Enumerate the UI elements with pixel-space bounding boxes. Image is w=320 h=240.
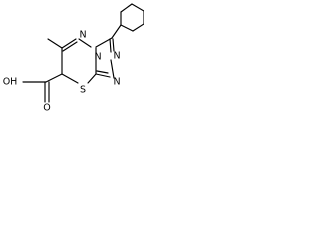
cyclohexyl-bond-5 [120, 24, 134, 32]
acid-oh: OH [3, 77, 18, 88]
ring-n-bridge: N [94, 52, 101, 63]
thiadiazine-sulfur-right-bond [87, 73, 97, 84]
ring-n-top: N [79, 30, 86, 41]
ring-n-bottom: N [113, 77, 120, 88]
ring-n-right: N [113, 51, 120, 62]
thiadiazine-top-double-bond-1 [61, 38, 77, 49]
triazole-top-bond [95, 37, 113, 48]
chemical-structure-diagram: N N N N S OH O [3, 3, 144, 114]
acid-carbon-bond [45, 73, 63, 83]
triazole-right-lower-double-bond-2 [96, 70, 109, 74]
triazole-right-lower-double-bond-1 [95, 73, 111, 78]
acid-o: O [43, 103, 50, 114]
ring-s: S [80, 85, 86, 96]
atom-labels: N N N N S OH O [3, 30, 121, 114]
cyclohexyl-bond-4 [132, 23, 144, 32]
triazole-top-double-bond-line-1 [109, 38, 112, 53]
thiadiazine-top-bond [78, 38, 92, 48]
bond-lines [22, 3, 144, 103]
cyclohexyl-bond-2 [131, 3, 144, 12]
cyclohexyl-bond-1 [120, 3, 133, 13]
triazole-top-double-bond-line-2 [112, 38, 115, 52]
thiadiazine-sulfur-left-bond [61, 73, 79, 84]
thiadiazine-top-double-bond-2 [62, 41, 78, 52]
methyl-bond [47, 38, 63, 49]
cyclohexyl-to-triazole-bond [111, 24, 122, 39]
triazole-right-upper-bond [110, 59, 115, 79]
